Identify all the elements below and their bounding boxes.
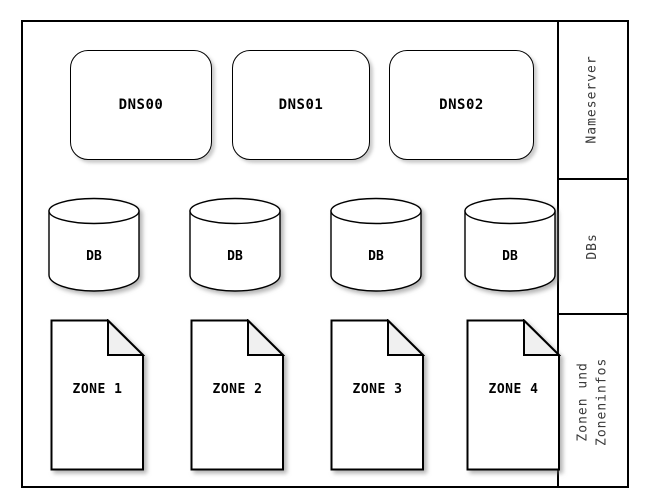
cylinder-icon [48,197,140,292]
nameserver-label: DNS02 [439,97,484,113]
legend-cell-dbs: DBs [557,178,629,313]
zone-document-4[interactable]: ZONE 4 [466,319,561,471]
zone-document-2[interactable]: ZONE 2 [190,319,285,471]
legend-label-zonen: Zonen und Zoneninfos [574,357,612,445]
nameserver-node-dns01[interactable]: DNS01 [232,50,370,160]
cylinder-icon [330,197,422,292]
legend-column-divider [557,20,559,488]
legend-cell-zonen: Zonen und Zoneninfos [557,313,629,488]
database-node-1[interactable]: DB [47,197,141,293]
legend-label-zonen-line1: Zonen und [575,361,591,442]
nameserver-node-dns00[interactable]: DNS00 [70,50,212,160]
document-icon [330,319,425,471]
legend-label-dbs: DBs [584,233,600,260]
database-node-3[interactable]: DB [329,197,423,293]
legend-label-zonen-line2: Zoneninfos [594,357,609,446]
database-node-4[interactable]: DB [463,197,557,293]
document-icon [50,319,145,471]
legend-label-nameserver: Nameserver [584,54,600,144]
database-node-2[interactable]: DB [188,197,282,293]
nameserver-label: DNS01 [278,97,324,113]
legend-column: Nameserver DBs Zonen und Zoneninfos [557,20,629,488]
nameserver-node-dns02[interactable]: DNS02 [389,50,534,160]
document-icon [190,319,285,471]
legend-cell-nameserver: Nameserver [557,20,629,178]
cylinder-icon [189,197,281,292]
zone-document-1[interactable]: ZONE 1 [50,319,145,471]
document-icon [466,319,561,471]
nameserver-label: DNS00 [118,97,164,113]
cylinder-icon [464,197,556,292]
zone-document-3[interactable]: ZONE 3 [330,319,425,471]
